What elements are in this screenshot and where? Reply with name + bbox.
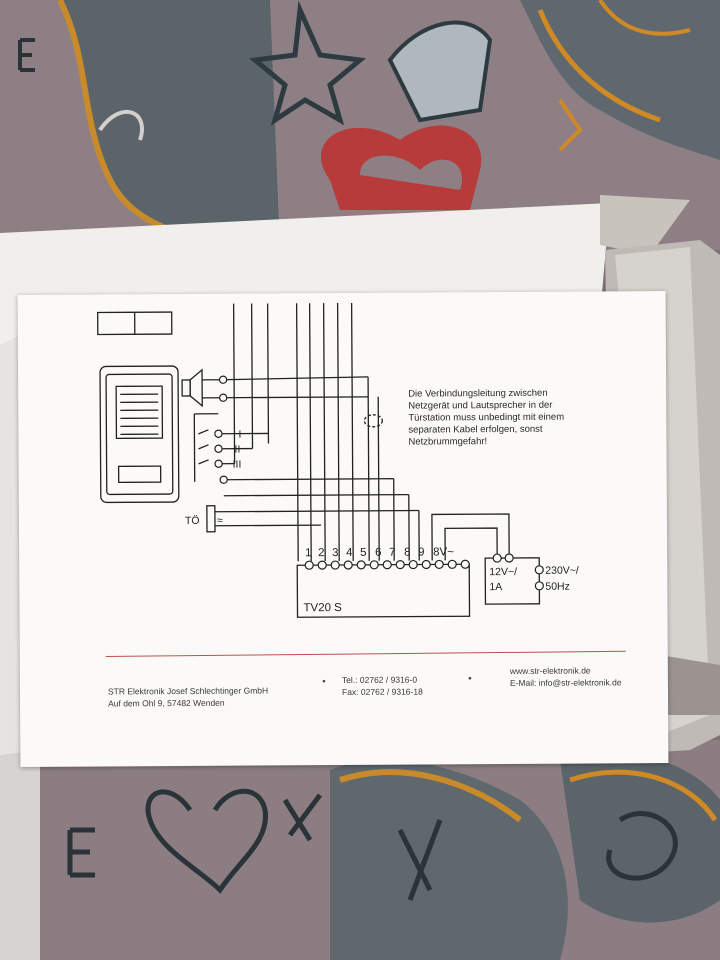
terminal-label-1: 1 [305, 547, 311, 559]
bell-label-3: III [233, 459, 242, 471]
loudspeaker-icon [181, 379, 191, 397]
psu-input-label: 12V~/ [489, 566, 517, 578]
footer-tel: Tel.: 02762 / 9316-0 [341, 674, 418, 686]
door-opener-label: TÖ [185, 515, 200, 527]
footer-web: www.str-elektronik.de [509, 665, 591, 676]
footer-divider [105, 650, 626, 657]
door-station [99, 365, 180, 504]
psu-input-current: 1A [489, 581, 502, 593]
door-opener-icon [206, 505, 216, 533]
terminal-label-5: 5 [360, 547, 366, 559]
terminal-strip [304, 553, 544, 591]
terminal-label-4: 4 [346, 547, 353, 559]
terminal-label-7: 7 [389, 547, 395, 559]
terminal-label-9: 9 [418, 547, 424, 559]
terminal-label-8v: 8V~ [433, 546, 454, 558]
carpet-background-bottom [0, 740, 720, 960]
terminal-label-6: 6 [375, 547, 381, 559]
unit-label: TV20 S [303, 602, 342, 614]
note-line-2: Netzgerät und Lautsprecher in der [408, 399, 553, 412]
footer-email: E-Mail: info@str-elektronik.de [509, 677, 622, 688]
door-opener-symbol: ≈ [217, 515, 223, 527]
note-line-5: Netzbrummgefahr! [408, 436, 488, 448]
psu-output-freq: 50Hz [545, 581, 570, 593]
footer-address: Auf dem Ohl 9, 57482 Wenden [108, 697, 225, 709]
carpet-background-top [0, 0, 720, 250]
terminal-label-8: 8 [404, 547, 410, 559]
terminal-label-2: 2 [318, 547, 324, 559]
instruction-card: 1 2 3 4 5 6 7 8 9 8V~ TV20 S TÖ ≈ I II I… [17, 291, 669, 767]
psu-output-label: 230V~/ [545, 565, 579, 577]
footer-fax: Fax: 02762 / 9316-18 [341, 686, 423, 698]
bell-label-1: I [238, 429, 241, 441]
bell-label-2: II [234, 444, 240, 456]
note-line-3: Türstation muss unbedingt mit einem [408, 411, 565, 424]
wiring-diagram: 1 2 3 4 5 6 7 8 9 8V~ TV20 S TÖ ≈ I II I… [97, 302, 626, 683]
footer-company: STR Elektronik Josef Schlechtinger GmbH [107, 685, 269, 697]
note-line-1: Die Verbindungsleitung zwischen [408, 387, 548, 400]
note-line-4: separaten Kabel erfolgen, sonst [408, 423, 543, 436]
door-station-terminals [214, 375, 228, 484]
terminal-label-3: 3 [332, 547, 338, 559]
